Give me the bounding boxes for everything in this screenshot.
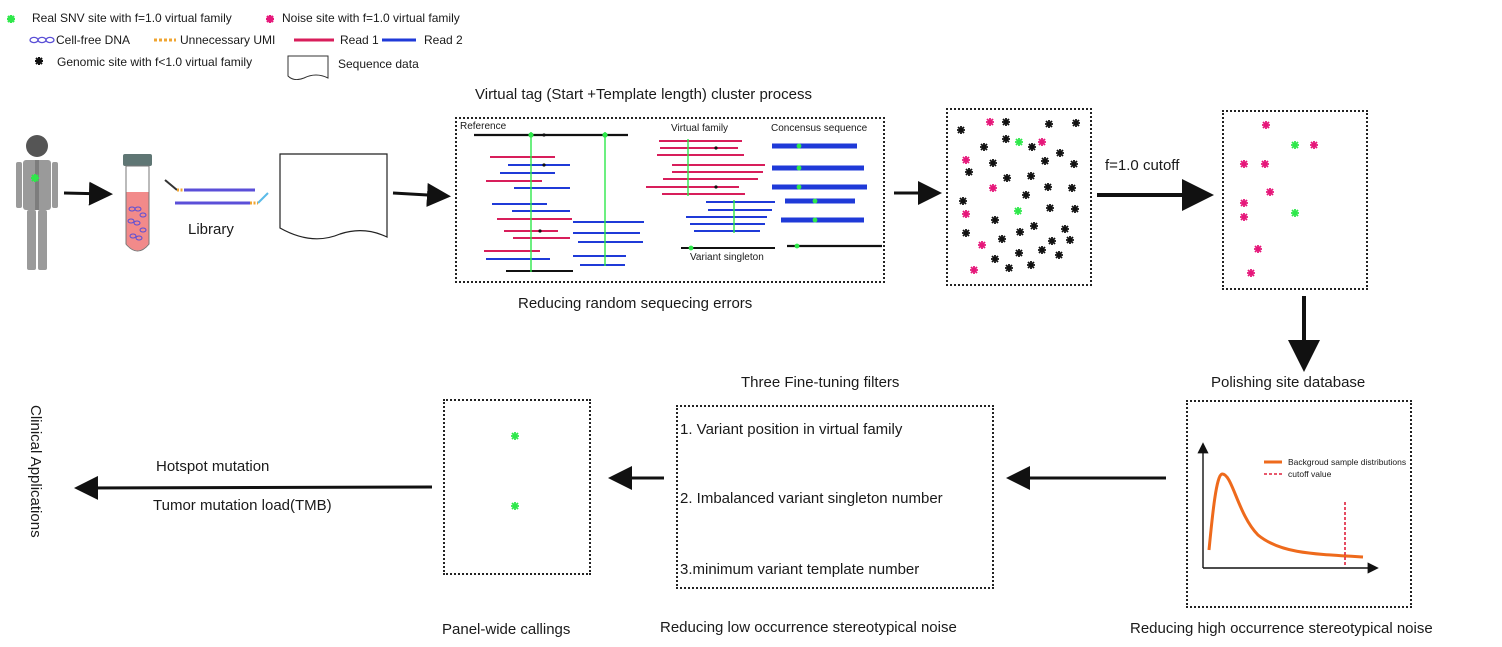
- cutoff-value-legend: cutoff value: [1288, 469, 1332, 479]
- cluster-box: [455, 117, 885, 283]
- filtered-sites-box: [1222, 110, 1368, 290]
- distribution-box: [1186, 400, 1412, 608]
- legend-read1: Read 1: [340, 33, 379, 47]
- legend-pink-star-icon: [266, 15, 274, 23]
- legend-noise-site: Noise site with f=1.0 virtual family: [282, 11, 460, 25]
- cluster-title: Virtual tag (Start +Template length) clu…: [475, 86, 812, 103]
- library-molecules: [164, 179, 269, 205]
- filter-2: 2. Imbalanced variant singleton number: [680, 490, 943, 507]
- blood-tube-icon: [123, 154, 152, 252]
- tmb-label: Tumor mutation load(TMB): [153, 497, 332, 514]
- panel-box: [443, 399, 591, 575]
- filter-1: 1. Variant position in virtual family: [680, 421, 903, 438]
- legend-cfdna: Cell-free DNA: [56, 33, 131, 47]
- arrow-to-clinical: [74, 475, 433, 500]
- legend-umi: Unnecessary UMI: [180, 33, 276, 47]
- variant-singleton-label: Variant singleton: [690, 252, 764, 263]
- filters-title: Three Fine-tuning filters: [741, 374, 900, 391]
- patient-icon: [16, 135, 58, 270]
- legend-black-star-icon: [35, 57, 43, 65]
- arrow-patient-to-tube: [63, 181, 113, 206]
- reference-label: Reference: [460, 121, 507, 132]
- background-dist-legend: Backgroud sample distributions: [1288, 457, 1407, 467]
- filters-box: [676, 405, 994, 589]
- legend-symbols: [7, 15, 416, 80]
- patient-snv-star-icon: [31, 174, 39, 182]
- legend-real-snv: Real SNV site with f=1.0 virtual family: [32, 11, 232, 25]
- legend-cfdna-icon: [29, 36, 55, 44]
- filter-3: 3.minimum variant template number: [680, 561, 920, 578]
- reducing-low-caption: Reducing low occurrence stereotypical no…: [660, 619, 957, 636]
- clinical-applications-label: Clinical Applications: [27, 405, 44, 538]
- all-sites-box: [946, 108, 1092, 286]
- legend-genomic-site: Genomic site with f<1.0 virtual family: [57, 55, 253, 69]
- polishing-caption: Polishing site database: [1211, 374, 1366, 391]
- legend-sequence-data: Sequence data: [338, 57, 419, 71]
- legend-sequence-doc-icon: [287, 55, 329, 80]
- legend-read2: Read 2: [424, 33, 463, 47]
- virtual-family-label: Virtual family: [671, 123, 729, 134]
- library-label: Library: [188, 221, 234, 238]
- panel-wide-caption: Panel-wide callings: [442, 621, 571, 638]
- hotspot-label: Hotspot mutation: [156, 458, 270, 475]
- sequence-data-document-icon: [279, 153, 388, 240]
- legend-green-star-icon: [7, 15, 15, 23]
- reducing-high-caption: Reducing high occurrence stereotypical n…: [1130, 620, 1433, 637]
- arrow-data-to-cluster: [392, 182, 451, 207]
- reducing-random-caption: Reducing random sequecing errors: [518, 295, 753, 312]
- cutoff-label: f=1.0 cutoff: [1105, 157, 1180, 174]
- consensus-label: Concensus sequence: [771, 123, 868, 134]
